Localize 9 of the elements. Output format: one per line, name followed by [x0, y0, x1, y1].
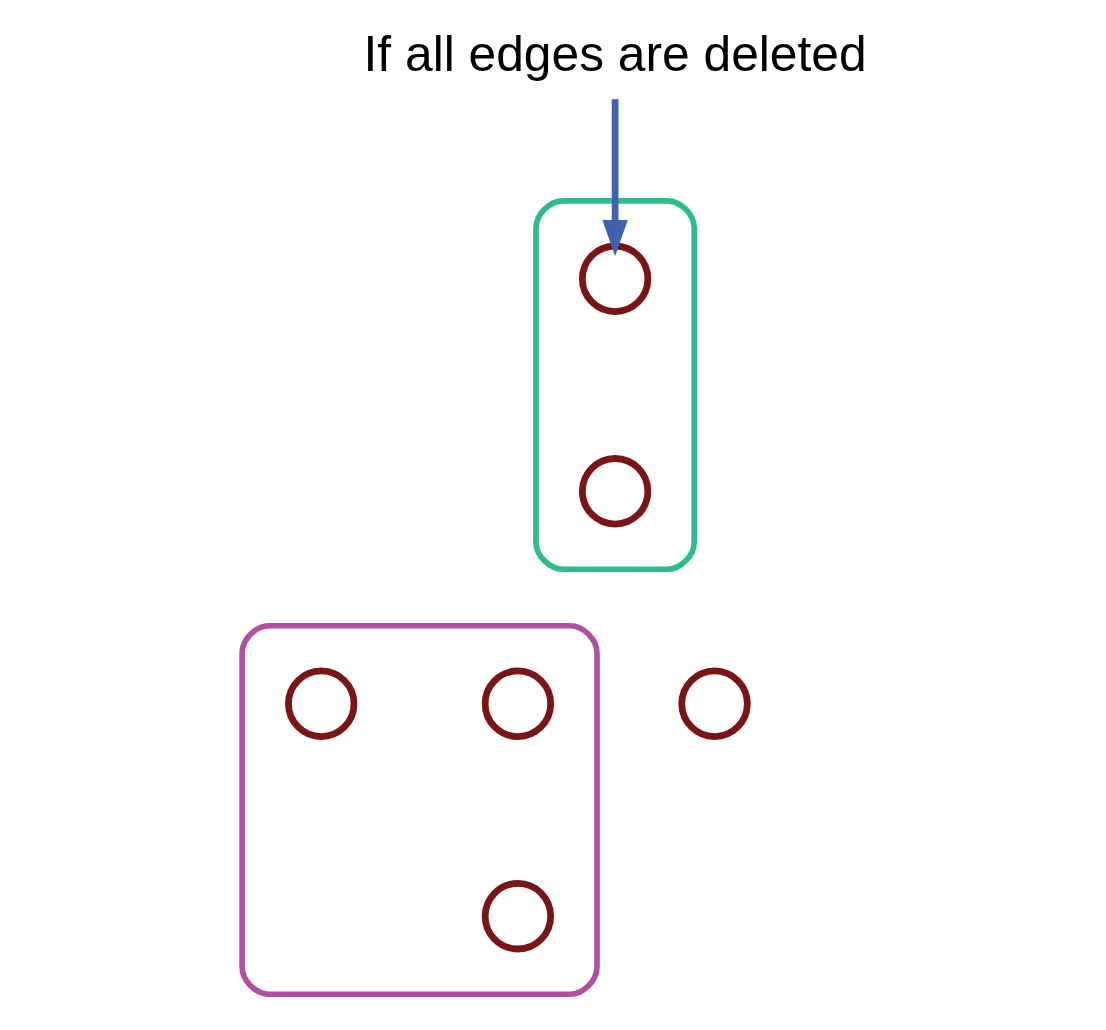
cluster [532, 197, 697, 573]
node-circle [677, 667, 751, 740]
node-circle [481, 667, 554, 740]
node-circle [578, 242, 651, 315]
cluster [238, 622, 600, 998]
node-text: If all edges are deleted [363, 26, 867, 83]
node-circle [578, 455, 651, 528]
node-circle [284, 667, 357, 740]
node-circle [481, 880, 554, 953]
